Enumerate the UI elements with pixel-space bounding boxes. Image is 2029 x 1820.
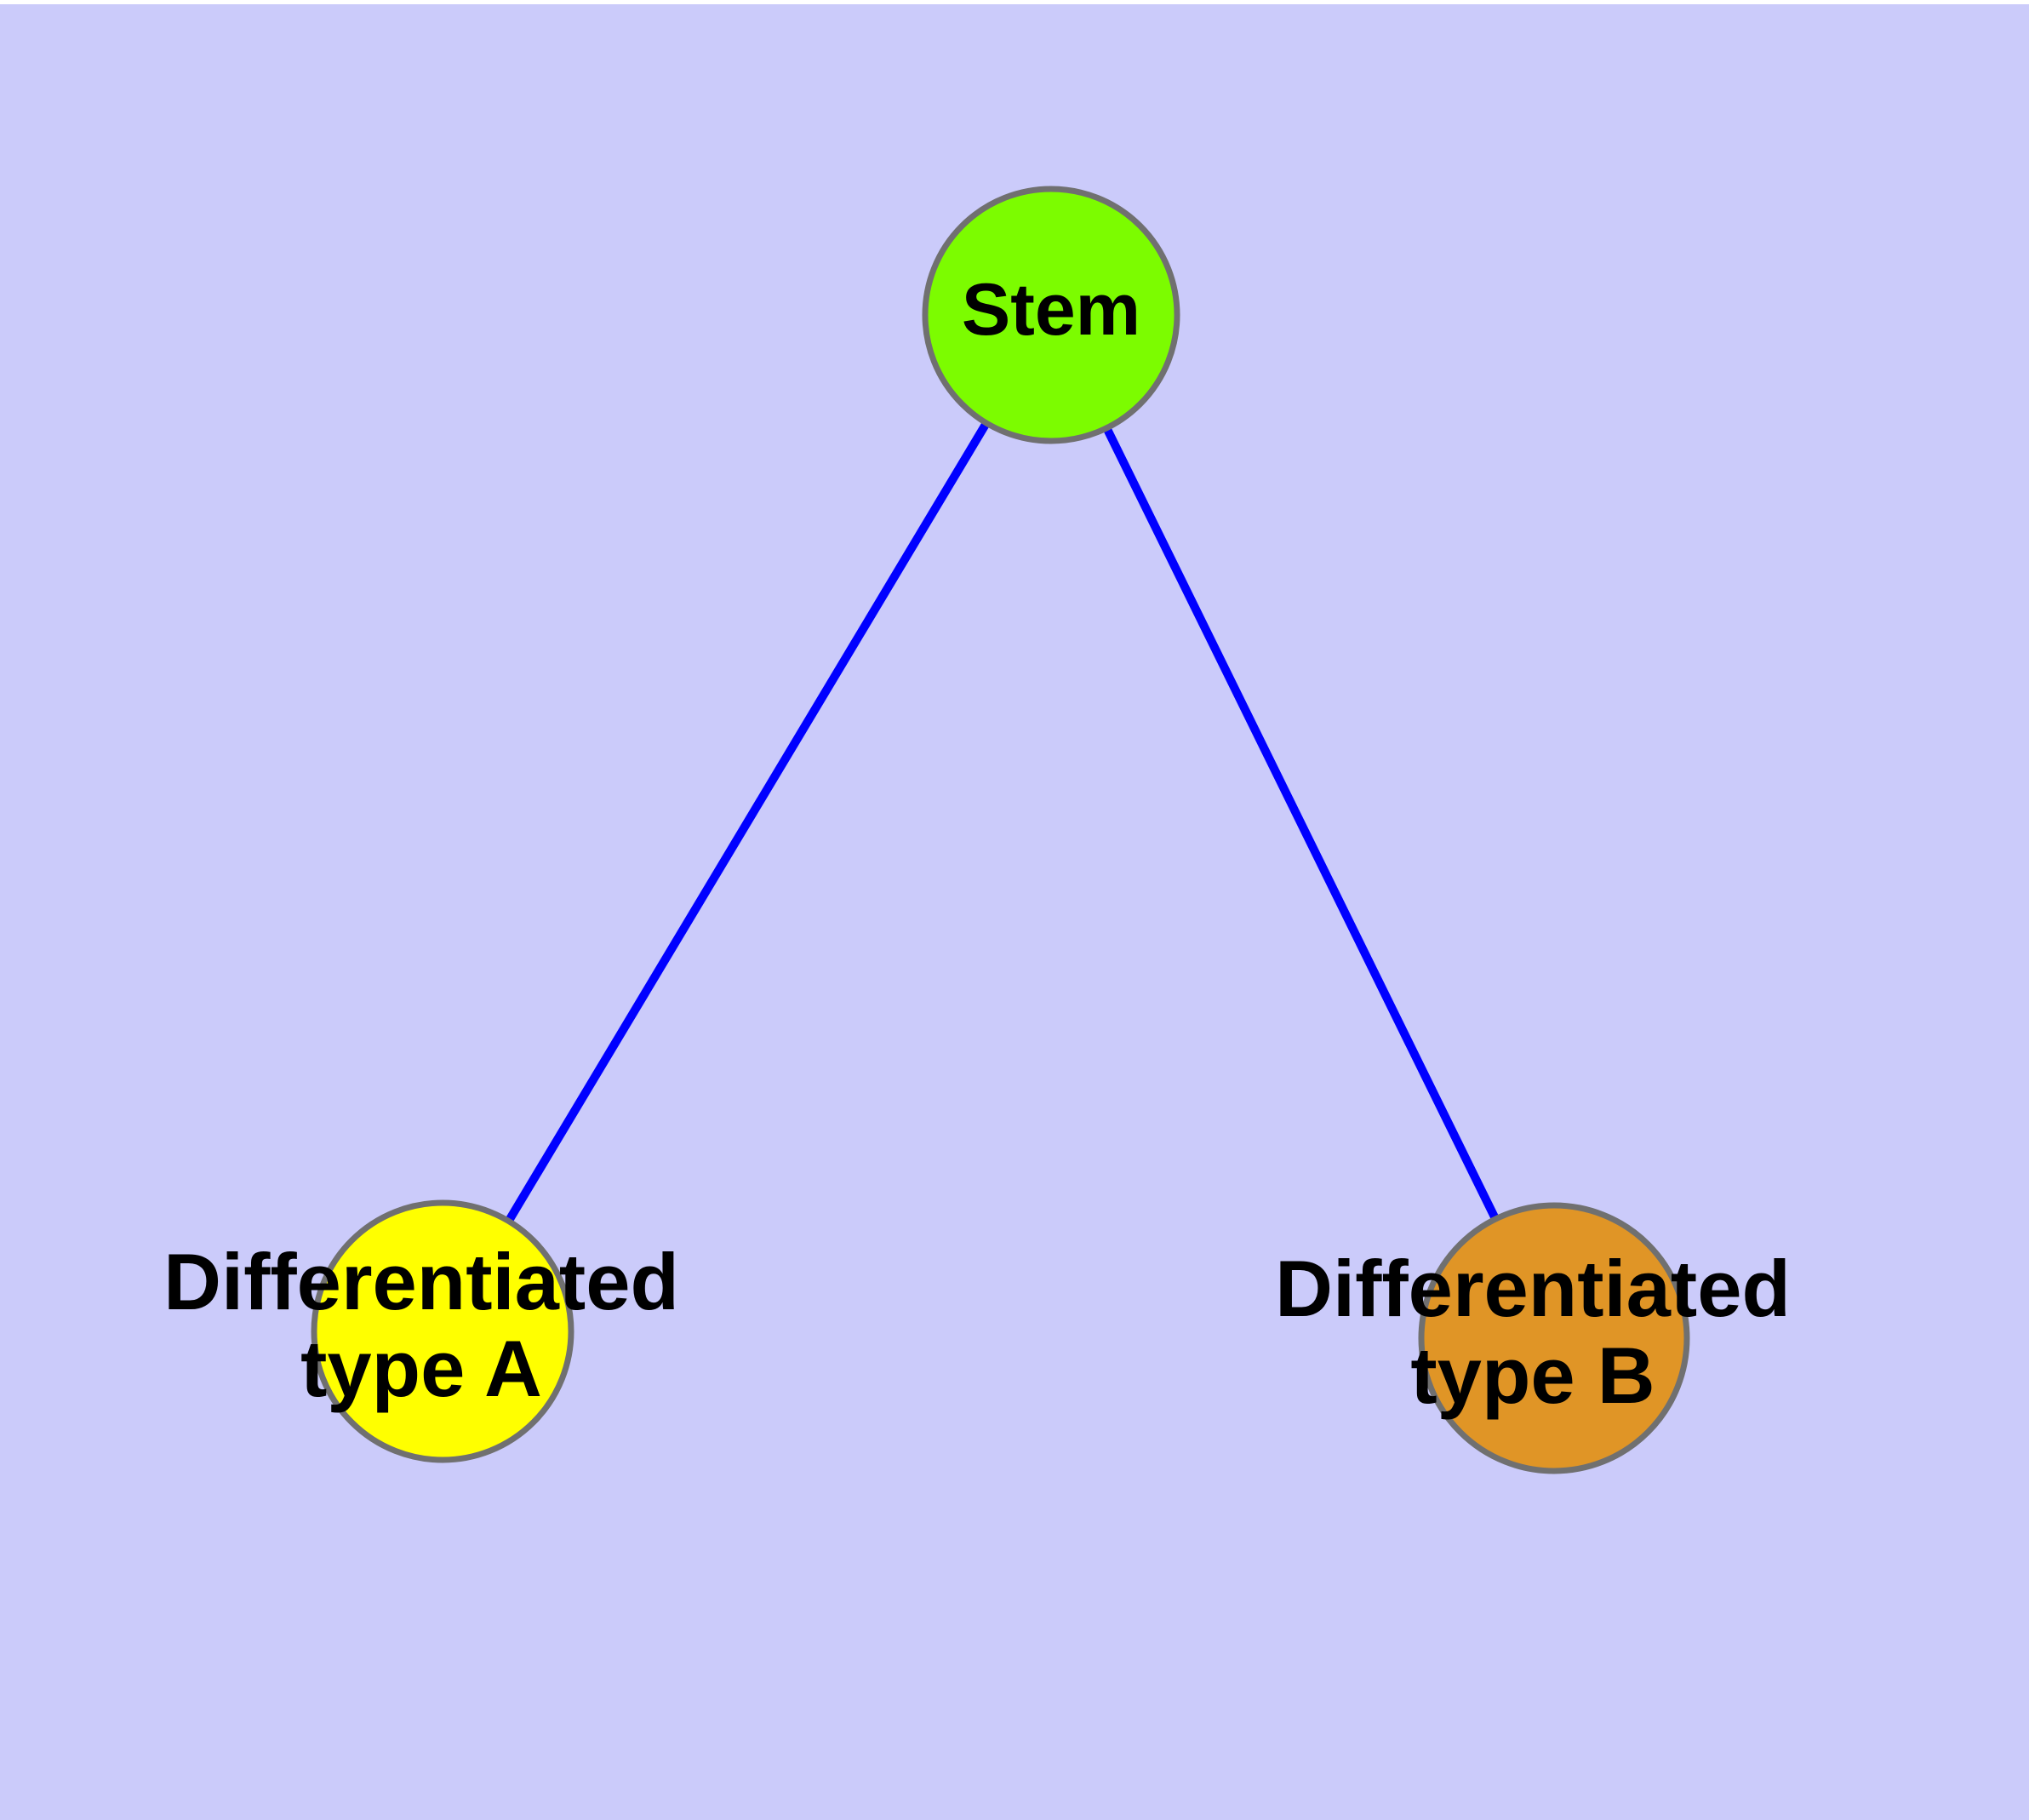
edge-layer (503, 417, 1501, 1227)
node-label-line: type A (300, 1324, 542, 1413)
node-layer (311, 186, 1690, 1474)
node-differentiated-type-b[interactable] (1418, 1202, 1690, 1474)
node-label-line: type B (1410, 1331, 1655, 1420)
node-circle-differentiated-type-a[interactable] (311, 1199, 574, 1463)
edge-stem-to-differentiated-type-a[interactable] (503, 417, 992, 1227)
edge-stem-to-differentiated-type-b[interactable] (1101, 423, 1501, 1224)
node-stem[interactable] (922, 186, 1180, 444)
node-label-stem: Stem (962, 269, 1140, 351)
node-differentiated-type-a[interactable] (311, 1199, 574, 1463)
node-label-line: Stem (962, 269, 1140, 351)
node-circle-stem[interactable] (922, 186, 1180, 444)
node-label-line: Differentiated (1275, 1244, 1791, 1333)
node-circle-differentiated-type-b[interactable] (1418, 1202, 1690, 1474)
node-label-line: Differentiated (163, 1237, 679, 1326)
